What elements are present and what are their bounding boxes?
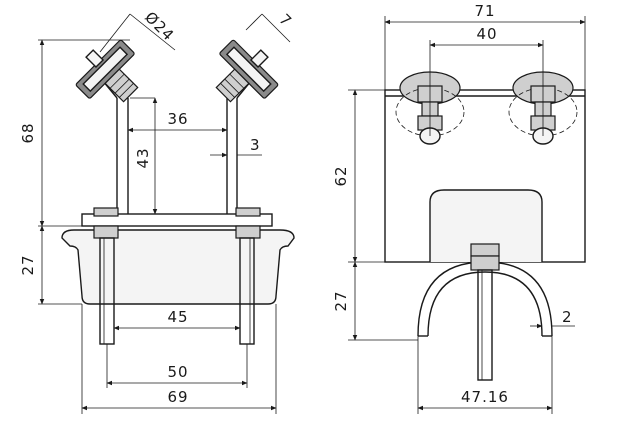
side-wheel-right (508, 71, 578, 145)
dim-27-left: 27 (19, 254, 37, 275)
dim-7: 7 (275, 10, 295, 30)
dim-36: 36 (167, 110, 188, 128)
dim-diameter-24: Ø24 (141, 8, 178, 45)
dim-71: 71 (474, 2, 495, 20)
front-view: 68 27 43 36 3 Ø24 7 45 50 (19, 8, 296, 414)
dim-27-right: 27 (332, 290, 350, 311)
dim-69: 69 (167, 388, 188, 406)
side-arc-inner (427, 271, 543, 337)
side-clamp-body (429, 189, 543, 262)
dim-43: 43 (134, 147, 152, 168)
dim-68: 68 (19, 122, 37, 143)
base-plate (81, 213, 273, 227)
side-wheel-left (395, 71, 465, 145)
clamp-saddle (61, 229, 295, 305)
dim-3: 3 (250, 136, 261, 154)
side-center-nut-top (470, 243, 500, 257)
side-center-nut (470, 255, 500, 271)
dim-40: 40 (476, 25, 497, 43)
right-wheel-assembly (215, 39, 279, 103)
left-upright (116, 98, 129, 214)
side-view: 71 40 62 27 2 47.16 (332, 2, 586, 414)
left-wheel-assembly (75, 39, 139, 103)
dim-47-16: 47.16 (461, 388, 509, 406)
dim-2: 2 (562, 308, 573, 326)
right-upright (226, 98, 238, 214)
bolt-head-left (93, 207, 119, 217)
side-arc-outer (417, 261, 553, 337)
dim-50: 50 (167, 363, 188, 381)
dim-45: 45 (167, 308, 188, 326)
dim-62: 62 (332, 165, 350, 186)
nut-left (93, 225, 119, 239)
side-center-bolt (477, 269, 493, 381)
bolt-head-right (235, 207, 261, 217)
nut-right (235, 225, 261, 239)
